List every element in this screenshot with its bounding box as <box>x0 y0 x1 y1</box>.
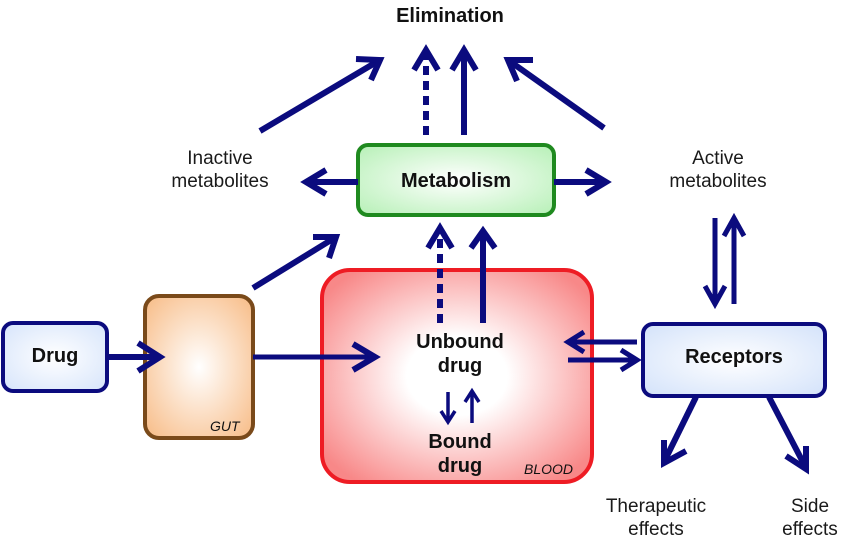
arrow-receptors-to-unbound <box>563 329 637 355</box>
arrow-metabolism-to-active <box>554 167 612 197</box>
arrow-unbound-to-bound <box>439 392 457 426</box>
arrow-bound-to-unbound <box>463 387 481 423</box>
arrow-receptors-to-therapeutic <box>661 395 699 469</box>
therapeutic-effects-label: Therapeutic effects <box>586 496 726 542</box>
arrow-active-to-elimination <box>503 57 606 131</box>
unbound-line2: drug <box>437 355 483 377</box>
arrow-unbound-to-receptors <box>568 347 642 373</box>
therapeutic-line2: effects <box>628 518 684 540</box>
elimination-label: Elimination <box>396 5 504 27</box>
inactive-metabolites-label: Inactive metabolites <box>150 148 290 194</box>
receptors-label: Receptors <box>685 346 783 368</box>
arrow-inactive-to-elimination <box>258 56 385 134</box>
blood-tag: BLOOD <box>524 461 574 477</box>
therapeutic-line1: Therapeutic <box>605 496 707 517</box>
arrow-metabolism-to-elimination <box>449 44 479 135</box>
arrow-unbound-to-metabolism <box>468 225 498 323</box>
arrow-drug-to-gut <box>107 340 166 374</box>
metabolism-label: Metabolism <box>400 170 512 192</box>
arrow-receptors-to-active <box>721 212 747 304</box>
arrow-gut-to-blood <box>253 341 381 373</box>
gut-tag: GUT <box>210 418 240 434</box>
blood-box[interactable] <box>320 268 594 484</box>
gut-box[interactable] <box>143 294 255 440</box>
arrow-receptors-to-side <box>766 395 809 475</box>
arrow-unbound-to-metabolism-dotted <box>425 222 455 323</box>
active-metabolites-label: Active metabolites <box>648 148 788 194</box>
active-line1: Active <box>692 148 744 169</box>
active-line2: metabolites <box>669 170 767 192</box>
side-line2: effects <box>782 518 838 540</box>
unbound-line1: Unbound <box>416 331 504 353</box>
bound-line1: Bound <box>428 431 492 453</box>
side-line1: Side <box>790 496 830 517</box>
unbound-drug-label: Unbound drug <box>390 330 530 378</box>
arrow-active-to-receptors <box>702 218 728 310</box>
inactive-line2: metabolites <box>171 170 269 192</box>
arrow-metabolism-to-elimination-dotted <box>411 44 441 135</box>
arrow-metabolism-to-inactive <box>300 167 358 197</box>
side-effects-label: Side effects <box>770 496 850 542</box>
drug-label: Drug <box>31 345 79 367</box>
inactive-line1: Inactive <box>187 148 253 169</box>
bound-line2: drug <box>437 455 483 477</box>
bound-drug-label: Bound drug <box>390 430 530 478</box>
receptors-box[interactable] <box>641 322 827 398</box>
arrow-gut-to-metabolism <box>251 234 341 291</box>
